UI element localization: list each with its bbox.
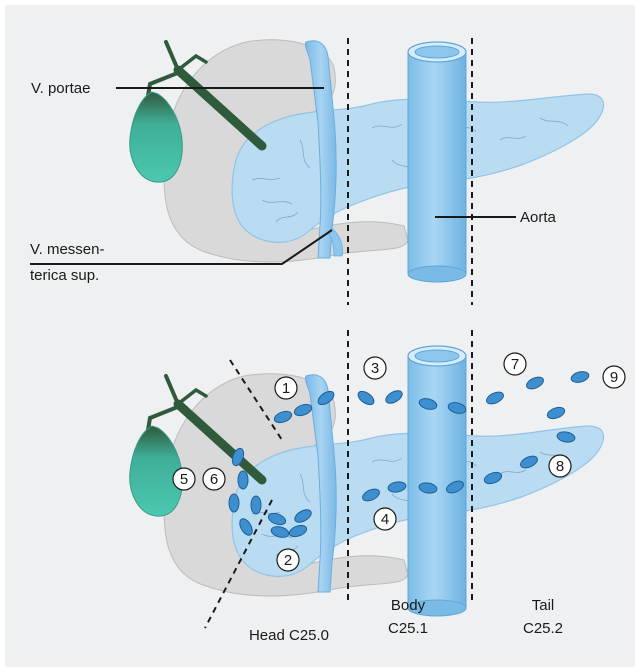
lymph-node: [238, 471, 248, 489]
svg-text:3: 3: [371, 360, 379, 377]
lymph-node: [229, 494, 239, 512]
svg-text:7: 7: [511, 356, 519, 373]
station-marker-6: 6: [203, 468, 225, 490]
station-marker-4: 4: [374, 508, 396, 530]
svg-text:8: 8: [556, 458, 564, 475]
station-marker-1: 1: [275, 377, 297, 399]
svg-text:6: 6: [210, 471, 218, 488]
svg-text:4: 4: [381, 511, 389, 528]
station-marker-3: 3: [364, 357, 386, 379]
smv-label-line1: V. messen-: [30, 241, 104, 258]
region-tail-code: C25.2: [523, 620, 563, 637]
smv-label-line2: terica sup.: [30, 267, 99, 284]
region-body-code: C25.1: [388, 620, 428, 637]
station-marker-2: 2: [277, 549, 299, 571]
svg-text:5: 5: [180, 471, 188, 488]
station-marker-9: 9: [603, 366, 625, 388]
svg-text:1: 1: [282, 380, 290, 397]
svg-text:9: 9: [610, 369, 618, 386]
station-marker-7: 7: [504, 353, 526, 375]
region-head-label: Head C25.0: [249, 627, 329, 644]
lymph-node: [251, 496, 261, 514]
aorta-icon: [408, 42, 466, 282]
station-marker-5: 5: [173, 468, 195, 490]
region-tail-name: Tail: [532, 597, 555, 614]
svg-text:2: 2: [284, 552, 292, 569]
portal-vein-label: V. portae: [31, 80, 91, 97]
aorta-label: Aorta: [520, 209, 557, 226]
region-body-name: Body: [391, 597, 426, 614]
station-marker-8: 8: [549, 455, 571, 477]
